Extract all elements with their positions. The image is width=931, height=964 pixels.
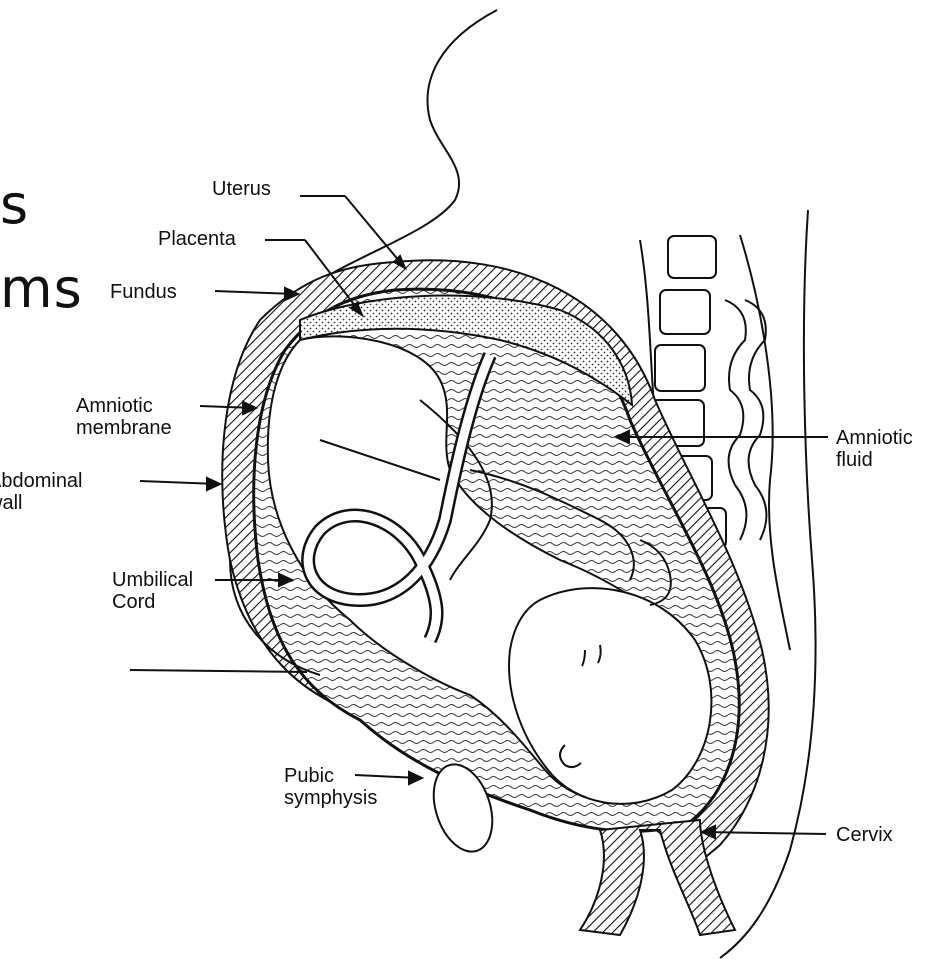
- label-fundus: Fundus: [110, 281, 177, 303]
- label-cervix: Cervix: [836, 824, 893, 846]
- label-umbilical-cord: Umbilical Cord: [112, 569, 193, 613]
- label-placenta: Placenta: [158, 228, 236, 250]
- slide-text-fragment-2: ms: [0, 262, 83, 316]
- slide-text-fragment-1: s: [0, 178, 29, 232]
- maternal-back-outline: [300, 10, 497, 295]
- label-amniotic-membrane: Amniotic membrane: [76, 395, 172, 439]
- label-pubic-symphysis: Pubic symphysis: [284, 765, 377, 809]
- label-amniotic-fluid: Amniotic fluid: [836, 427, 913, 471]
- label-uterus: Uterus: [212, 178, 271, 200]
- label-abdominal-wall: Abdominal wall: [0, 470, 83, 514]
